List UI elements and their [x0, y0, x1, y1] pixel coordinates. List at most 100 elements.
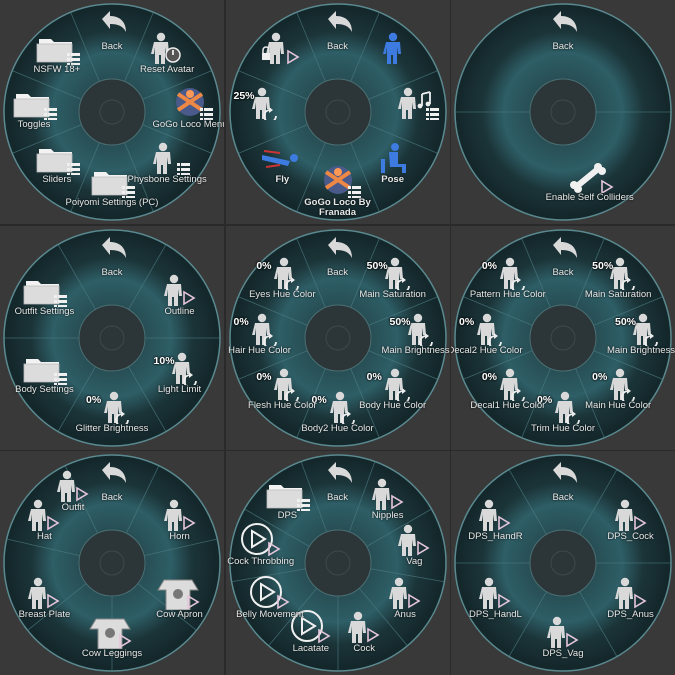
- radial-icon: [369, 256, 417, 291]
- menu-item[interactable]: Toggles: [0, 84, 74, 140]
- back-icon: [314, 459, 362, 493]
- radial-value: 0%: [481, 370, 498, 383]
- gogo-icon: [166, 86, 214, 120]
- radial-value: 0%: [537, 393, 553, 406]
- menu-item[interactable]: 0%Glitter Brightness: [72, 388, 152, 444]
- radial-value: 0%: [459, 315, 475, 328]
- menu-item[interactable]: Breast Plate: [4, 574, 84, 630]
- menu-item[interactable]: Back: [298, 457, 378, 513]
- back-icon: [539, 234, 587, 268]
- person-play-icon: [390, 523, 438, 557]
- menu-item-label: Toggles: [17, 119, 51, 130]
- menu-item[interactable]: NSFW 18+: [17, 29, 97, 85]
- radial-value: 50%: [592, 260, 614, 273]
- back-icon: [314, 8, 362, 42]
- menu-item[interactable]: Anus: [365, 574, 445, 630]
- menu-item[interactable]: DPS_Anus: [591, 574, 671, 630]
- menu-item[interactable]: 0%Main Hue Color: [578, 365, 658, 421]
- menu-item[interactable]: 0% Trim Hue Color: [523, 388, 603, 444]
- menu-item[interactable]: DPS_HandL: [455, 574, 535, 630]
- folder-icon: [20, 273, 68, 307]
- menu-item[interactable]: 50%Main Saturation: [353, 254, 433, 310]
- person-play-icon: [156, 273, 204, 307]
- menu-item[interactable]: Cock Throbbing: [226, 521, 301, 577]
- menu-item[interactable]: Body Settings: [4, 349, 84, 405]
- menu-item[interactable]: DPS_HandR: [455, 496, 535, 552]
- menu-item[interactable]: 50% Main Brightness: [601, 310, 675, 366]
- menu-item[interactable]: Lacatate: [271, 608, 351, 664]
- menu-item[interactable]: Outline: [140, 271, 220, 327]
- folder-icon: [20, 351, 68, 385]
- menu-item[interactable]: 0%Pattern Hue Color: [468, 254, 548, 310]
- menu-item[interactable]: 50%Main Brightness: [376, 310, 450, 366]
- menu-item[interactable]: DPS_Cock: [591, 496, 671, 552]
- person-play-icon: [471, 498, 519, 532]
- menu-item[interactable]: Outfit: [33, 467, 113, 523]
- menu-item[interactable]: Vag: [374, 521, 449, 577]
- menu-item[interactable]: 0%Decal1 Hue Color: [468, 365, 548, 421]
- menu-item[interactable]: 25%: [226, 84, 300, 140]
- menu-item[interactable]: [242, 29, 322, 85]
- menu-item-label: Trim Hue Color: [530, 422, 596, 434]
- menu-item[interactable]: Back: [72, 457, 152, 513]
- menu-item[interactable]: Cow Apron: [140, 574, 220, 630]
- menu-item[interactable]: Back: [523, 232, 603, 288]
- menu-item[interactable]: Fly: [242, 139, 322, 195]
- menu-item[interactable]: Nipples: [348, 475, 428, 531]
- menu-item[interactable]: 0%Body Hue Color: [353, 365, 433, 421]
- menu-item[interactable]: Enable Self Colliders: [546, 157, 634, 213]
- radial-value: 10%: [153, 354, 175, 367]
- menu-item[interactable]: Hat: [4, 496, 84, 552]
- menu-item[interactable]: 0%Eyes Hue Color: [242, 254, 322, 310]
- menu-item[interactable]: Sliders: [17, 139, 97, 195]
- menu-item-label: Decal2 Hue Color: [451, 344, 523, 356]
- menu-item[interactable]: Reset Avatar: [127, 29, 207, 85]
- radial-value: 50%: [615, 315, 637, 328]
- radial-value: 0%: [256, 370, 272, 383]
- radial-icon: [461, 312, 509, 346]
- menu-item[interactable]: GoGo Loco Menu: [150, 84, 224, 140]
- menu-item-label: NSFW 18+: [33, 63, 81, 75]
- menu-item[interactable]: 0%Flesh Hue Color: [242, 365, 322, 421]
- menu-item[interactable]: DPS: [247, 475, 327, 531]
- menu-item[interactable]: Back: [523, 6, 603, 62]
- menu-item-label: Back: [326, 41, 349, 52]
- menu-item[interactable]: Back: [523, 457, 603, 513]
- menu-item-label: Belly Movement: [236, 609, 304, 620]
- menu-item-label: Back: [552, 492, 574, 503]
- radial-icon: [539, 390, 587, 424]
- folder-icon: [263, 477, 311, 512]
- radial-value: 0%: [256, 260, 272, 273]
- menu-item[interactable]: [353, 29, 433, 85]
- person-lock-icon: [258, 31, 306, 65]
- menu-item[interactable]: 0% Decal2 Hue Color: [451, 310, 525, 366]
- menu-item[interactable]: Poiyomi Settings (PC): [66, 162, 158, 218]
- menu-item[interactable]: 0%Body2 Hue Color: [298, 388, 378, 444]
- menu-item[interactable]: Cock: [324, 608, 404, 664]
- menu-item[interactable]: [376, 84, 450, 140]
- menu-item[interactable]: GoGo Loco By Franada: [298, 162, 378, 218]
- menu-item[interactable]: DPS_Vag: [523, 613, 603, 669]
- radial-icon: [594, 367, 642, 401]
- gogo-icon: [314, 164, 362, 198]
- person-play-icon: [340, 610, 388, 644]
- menu-item[interactable]: Pose: [353, 139, 433, 195]
- menu-item[interactable]: Horn: [140, 496, 220, 552]
- menu-item[interactable]: Back: [298, 6, 378, 62]
- menu-item[interactable]: Cow Leggings: [72, 613, 152, 669]
- menu-item[interactable]: 0%Hair Hue Color: [226, 310, 300, 366]
- menu-item[interactable]: Back: [298, 232, 378, 288]
- radial-value: 0%: [481, 260, 498, 273]
- menu-item[interactable]: Belly Movement: [230, 574, 310, 630]
- menu-item-label: Main Brightness: [606, 344, 675, 356]
- menu-item-label: Outfit: [61, 502, 85, 514]
- menu-item[interactable]: Back: [72, 232, 152, 288]
- menu-item[interactable]: Physbone Settings: [127, 139, 207, 195]
- menu-item[interactable]: Outfit Settings: [4, 271, 84, 327]
- menu-item[interactable]: 10%Light Limit: [140, 349, 220, 405]
- menu-item[interactable]: 50%Main Saturation: [578, 254, 658, 310]
- menu-item[interactable]: Back: [72, 6, 152, 62]
